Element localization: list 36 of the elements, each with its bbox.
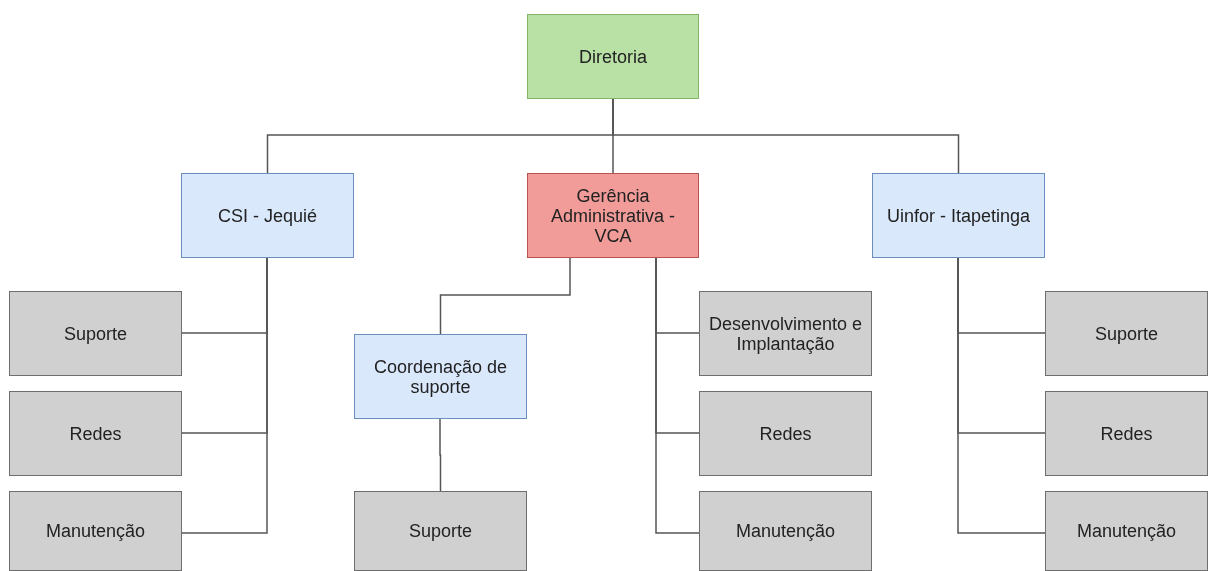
unit-name: Manutenção — [734, 521, 837, 541]
unit-name: Desenvolvimento e Implantação — [707, 313, 864, 354]
connector-line — [439, 257, 571, 335]
unit-name: Coordenação de suporte — [372, 356, 509, 397]
connector-line — [181, 257, 268, 534]
unit-name: Redes — [68, 423, 123, 444]
unit-name: Gerência Administrativa - VCA — [550, 185, 676, 246]
org-unit-box — [699, 291, 872, 376]
org-unit-box — [527, 14, 699, 99]
org-unit-box — [527, 173, 699, 258]
unit-name: Suporte — [62, 323, 128, 344]
connector-line — [612, 98, 960, 174]
org-unit-box — [1045, 491, 1208, 571]
unit-name: Manutenção — [44, 521, 147, 541]
org-unit-box — [1045, 291, 1208, 376]
org-unit-box — [699, 391, 872, 476]
org-unit-box — [699, 491, 872, 571]
org-unit-box — [354, 491, 527, 571]
org-unit-box — [181, 173, 354, 258]
unit-name: Diretoria — [578, 46, 648, 67]
org-unit-box — [872, 173, 1045, 258]
unit-name: Suporte — [1093, 323, 1159, 344]
org-unit-box — [9, 491, 182, 571]
connector-line — [439, 418, 442, 492]
unit-name: Redes — [758, 423, 813, 444]
unit-name: Suporte — [407, 521, 473, 541]
org-unit-box — [9, 291, 182, 376]
connector-line — [957, 257, 1046, 534]
unit-name: Redes — [1099, 423, 1154, 444]
connector-line — [655, 257, 700, 534]
unit-name: Uinfor - Itapetinga — [885, 205, 1032, 226]
org-unit-box — [9, 391, 182, 476]
org-unit-box — [354, 334, 527, 419]
unit-name: CSI - Jequié — [216, 205, 318, 226]
org-unit-box — [1045, 391, 1208, 476]
unit-name: Manutenção — [1075, 521, 1178, 541]
